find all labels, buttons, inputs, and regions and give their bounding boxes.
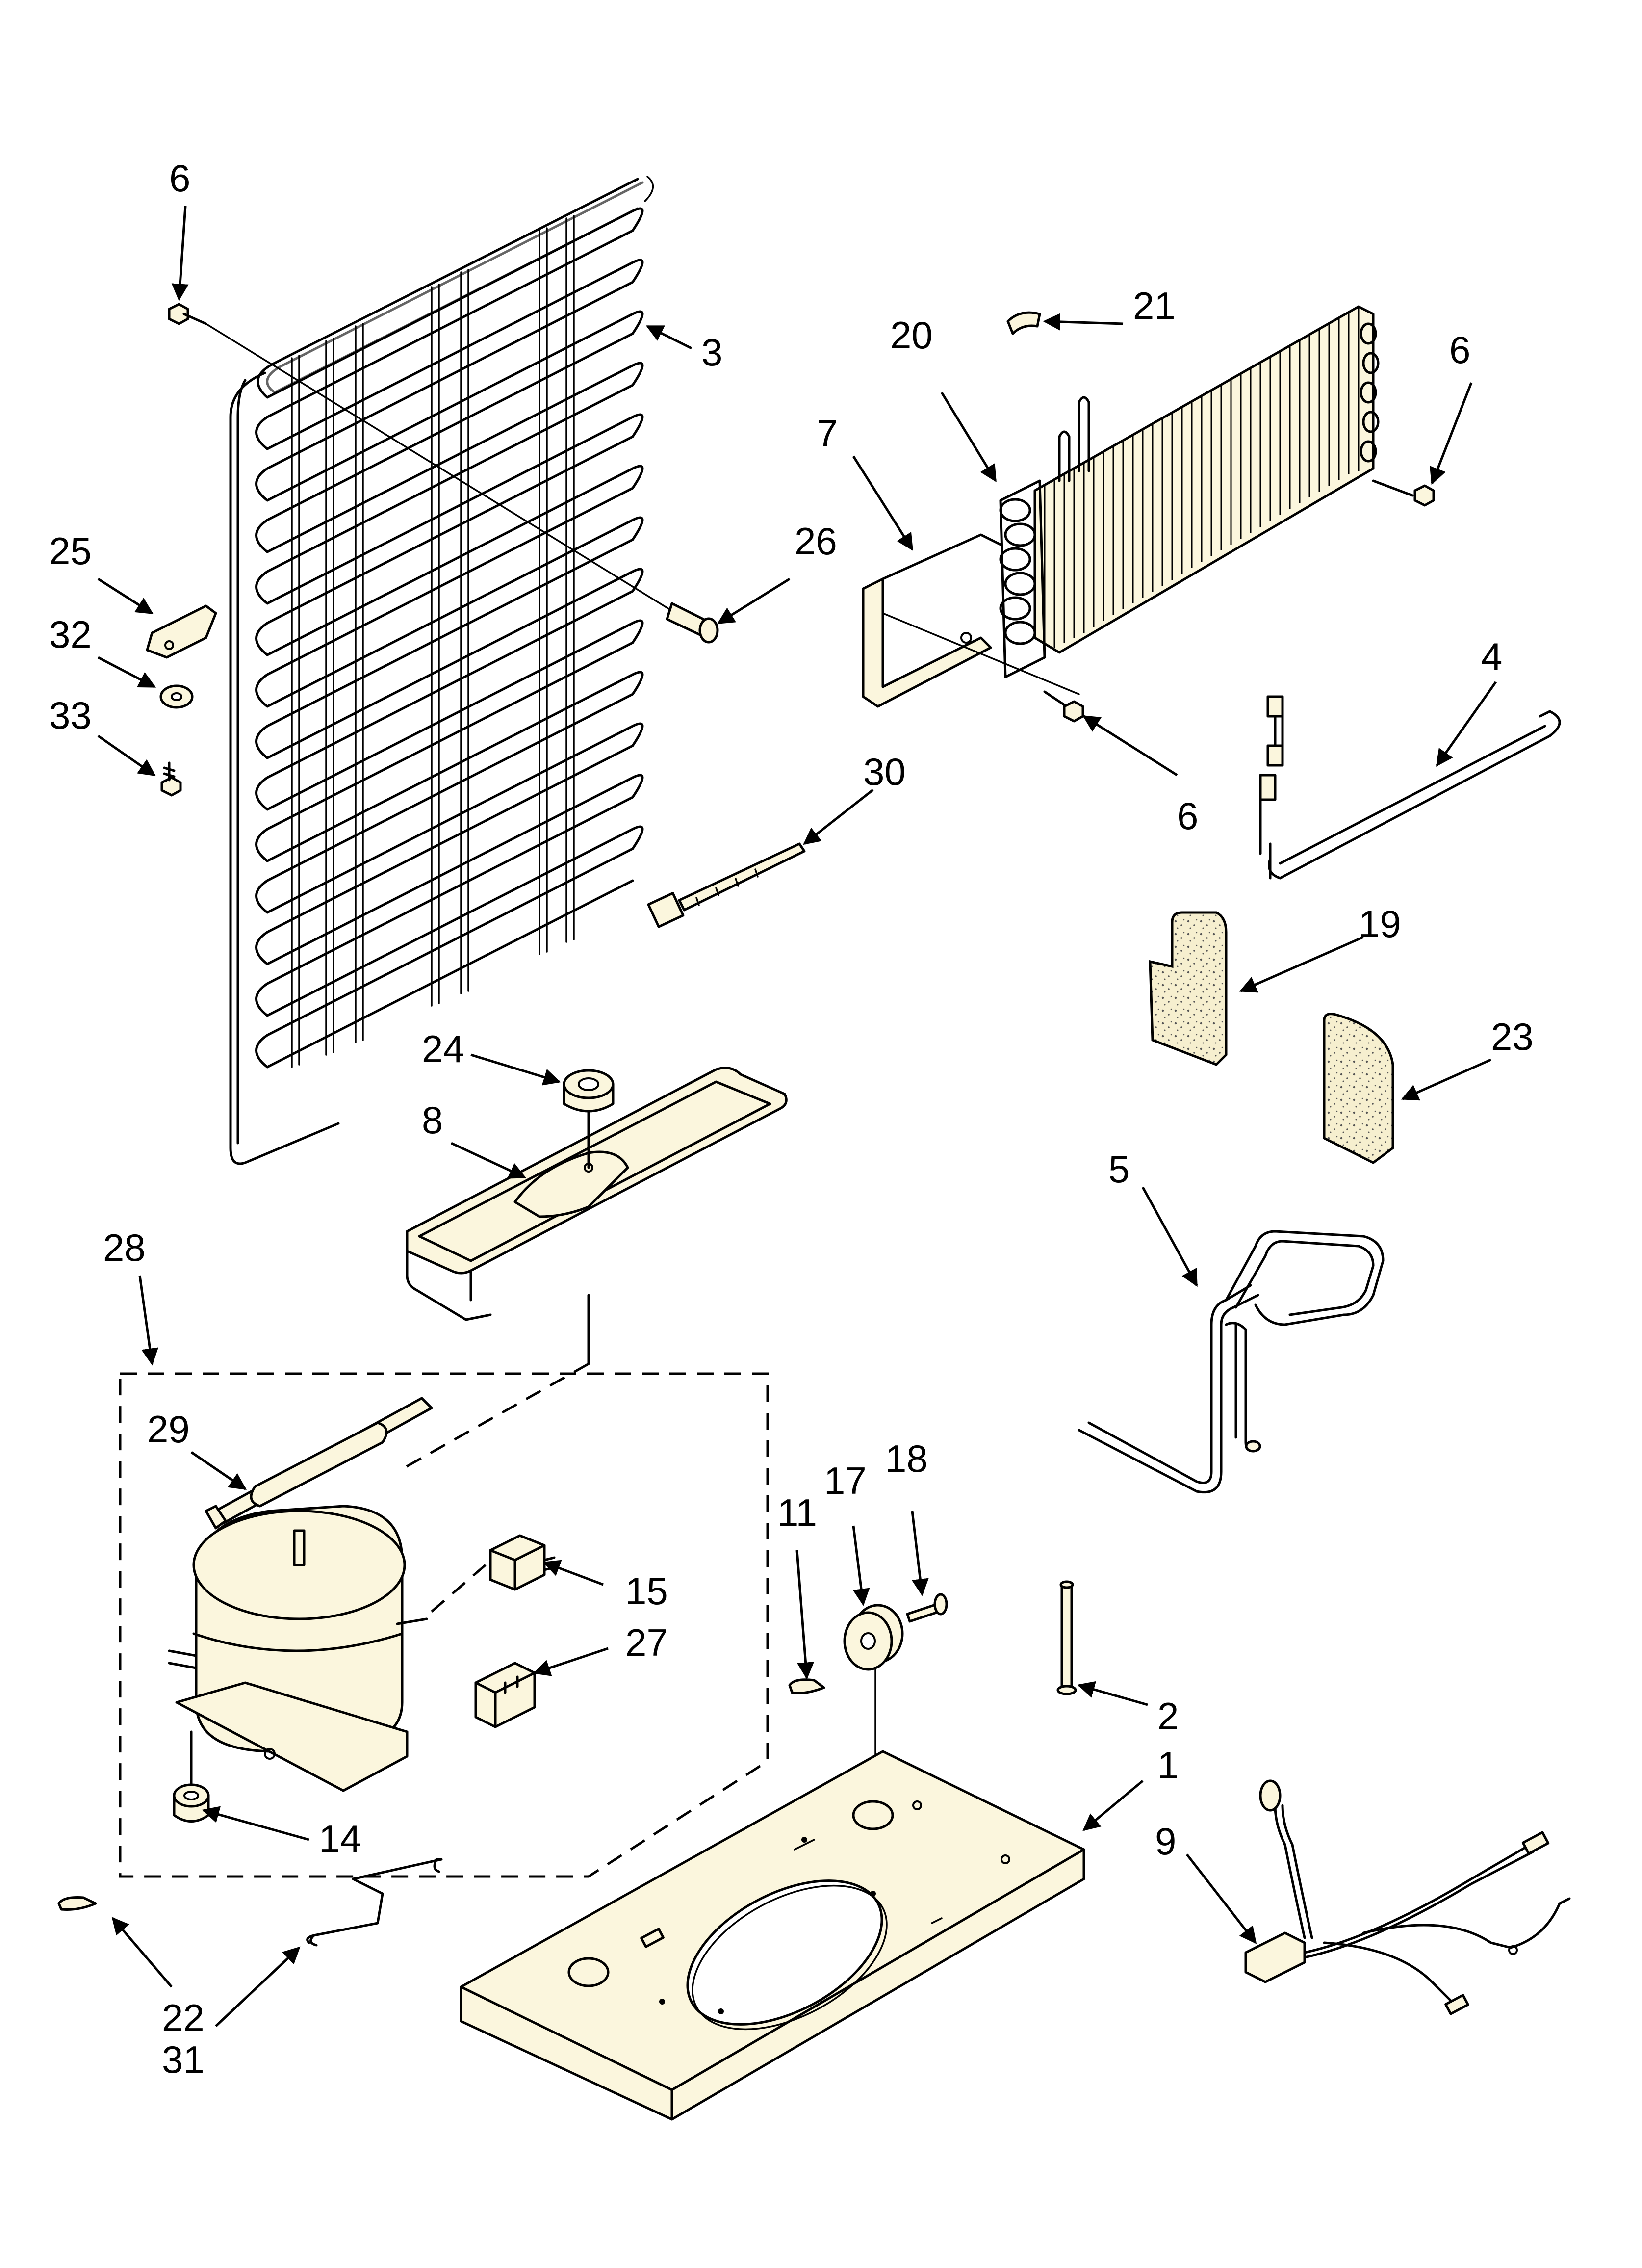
label-part-20: 20	[890, 313, 933, 357]
label-part-6-lower: 6	[1177, 794, 1198, 837]
label-part-6-upper: 6	[1449, 328, 1470, 371]
label-part-10: 6	[169, 156, 190, 200]
label-part-5: 5	[1108, 1147, 1129, 1191]
clip-11	[788, 1678, 825, 1694]
drier-29	[205, 1397, 433, 1530]
label-part-9: 9	[1155, 1820, 1176, 1863]
wire-31	[306, 1858, 443, 1947]
cable-tie-30	[647, 842, 806, 928]
label-part-2: 2	[1157, 1694, 1179, 1738]
compressor-group-28	[119, 1362, 769, 1878]
label-part-23: 23	[1491, 1015, 1534, 1058]
label-part-1: 1	[1157, 1744, 1179, 1787]
screw-10	[168, 303, 207, 325]
washer-32	[159, 684, 194, 709]
label-part-22: 22	[162, 1996, 205, 2039]
compressor	[168, 1505, 487, 1792]
evaporator	[862, 305, 1380, 708]
label-part-3: 3	[701, 331, 722, 374]
axle-18	[906, 1593, 948, 1623]
label-part-18: 18	[885, 1437, 928, 1480]
label-part-30: 30	[863, 750, 906, 793]
label-part-28: 28	[103, 1226, 146, 1269]
insulation-23	[1323, 1013, 1394, 1164]
screw-33	[160, 761, 182, 797]
label-part-8: 8	[422, 1098, 443, 1142]
grommet-14	[173, 1783, 210, 1823]
label-part-26: 26	[795, 520, 837, 563]
drain-pan-8	[406, 1067, 788, 1365]
base-1	[460, 1750, 1085, 2121]
wire-harness-9	[1244, 1779, 1571, 2015]
screw-6-right	[1372, 479, 1435, 507]
label-part-17: 17	[824, 1459, 867, 1502]
relay-15	[489, 1534, 556, 1591]
part-labels: 6 3 21 20 7 6 25 26 32 4 33 6 30 19 23 2…	[49, 156, 1534, 2081]
heater-4	[1259, 695, 1561, 880]
label-part-24: 24	[422, 1027, 464, 1070]
label-part-21: 21	[1133, 284, 1176, 327]
screw-6-lower	[1043, 690, 1084, 723]
clip-22	[57, 1896, 97, 1911]
bracket-25	[146, 604, 217, 659]
leader-lines	[97, 206, 1497, 2027]
spacer-26	[666, 602, 719, 644]
label-part-14: 14	[319, 1817, 361, 1860]
tube-5	[1078, 1230, 1385, 1494]
label-part-7: 7	[817, 412, 838, 455]
grommet-24	[563, 1069, 615, 1113]
label-part-32: 32	[49, 613, 92, 656]
overload-27	[474, 1662, 536, 1728]
label-part-25: 25	[49, 529, 92, 573]
label-part-19: 19	[1359, 902, 1401, 945]
label-part-4: 4	[1481, 635, 1502, 678]
condenser-coil	[229, 176, 654, 1165]
label-part-11: 11	[777, 1491, 817, 1534]
label-part-31: 31	[162, 2038, 205, 2081]
label-part-33: 33	[49, 694, 92, 737]
label-part-27: 27	[625, 1621, 668, 1664]
clip-21	[1006, 311, 1041, 335]
insulation-19	[1149, 911, 1228, 1066]
leg-2	[1056, 1580, 1077, 1695]
label-part-15: 15	[625, 1569, 668, 1613]
label-part-29: 29	[147, 1408, 190, 1451]
roller-17	[843, 1604, 904, 1777]
